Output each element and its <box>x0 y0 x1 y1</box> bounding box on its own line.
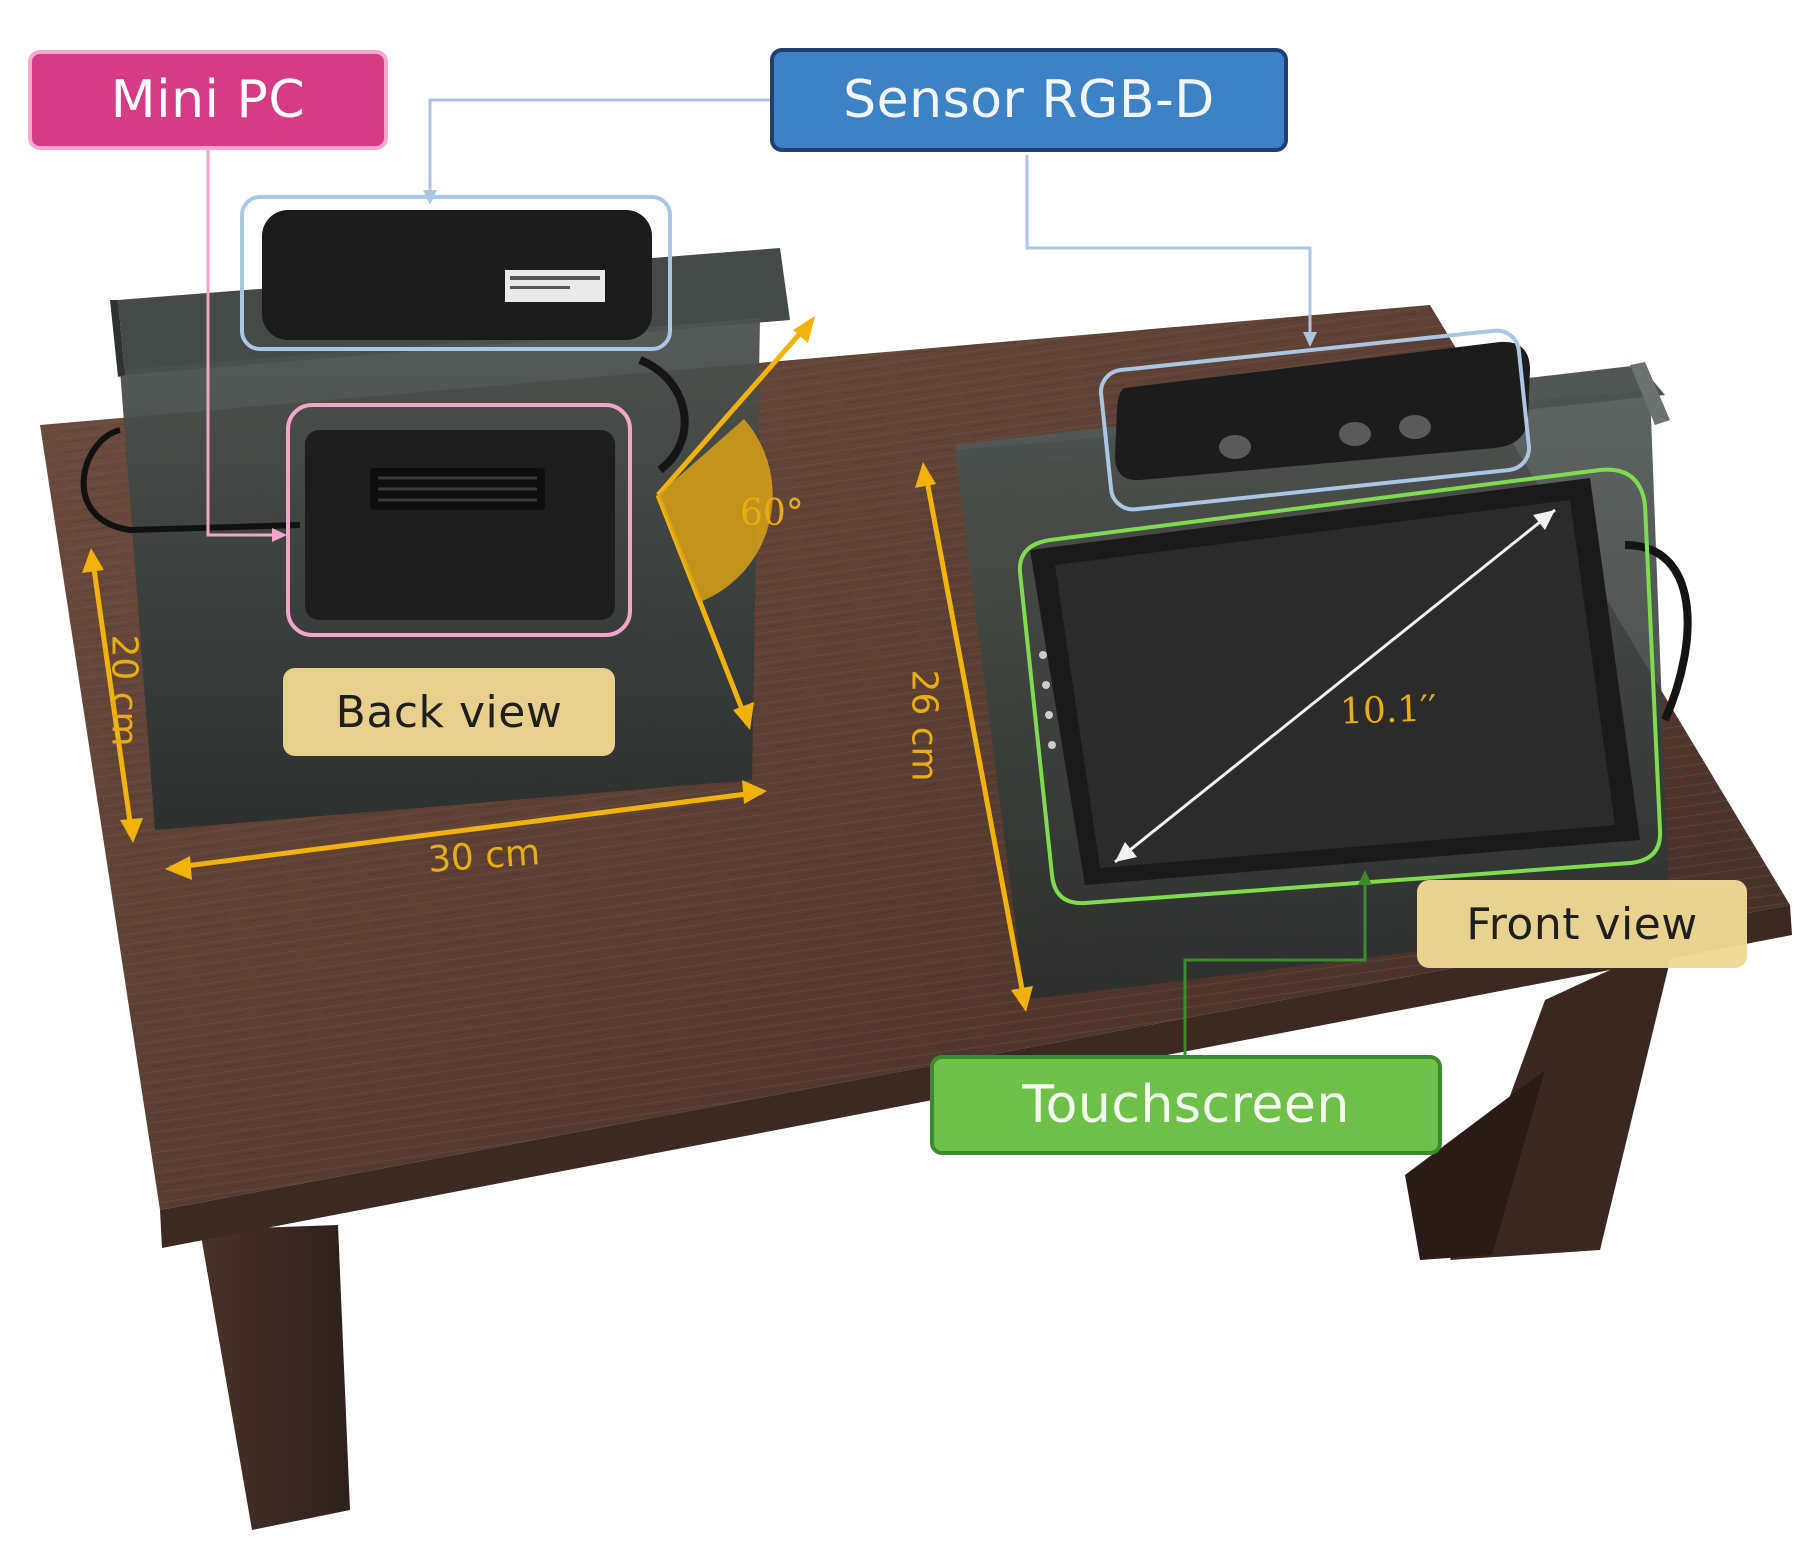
front-sensor-outline <box>1099 328 1531 512</box>
back-sensor-outline <box>240 195 672 351</box>
table-legs <box>200 940 1675 1530</box>
connector-lines <box>206 98 1372 1055</box>
back-view-label: Back view <box>283 668 615 756</box>
diagonal-arrow <box>1114 508 1556 864</box>
back-sensor-device <box>262 210 652 340</box>
front-depth-dimension-label: 26 cm <box>903 669 945 782</box>
angle-dimension-label: 60° <box>740 493 804 534</box>
width-dimension-label: 30 cm <box>426 832 542 881</box>
mini-pc-device <box>305 430 615 620</box>
touchscreen-device <box>1030 478 1692 885</box>
diagonal-dimension-label: 10.1′′ <box>1339 688 1438 733</box>
front-view-label: Front view <box>1417 880 1747 968</box>
dimension-arrows <box>82 316 1033 1012</box>
mini-pc-label: Mini PC <box>28 50 388 150</box>
mini-pc-outline <box>286 403 632 637</box>
back-cables <box>80 427 301 534</box>
sensor-rgbd-label: Sensor RGB-D <box>770 48 1288 152</box>
touchscreen-outline <box>1017 467 1663 906</box>
front-sensor-device <box>1115 341 1530 481</box>
back-depth-dimension-label: 20 cm <box>103 634 145 747</box>
touchscreen-label: Touchscreen <box>930 1055 1442 1155</box>
angle-arc <box>658 419 773 602</box>
